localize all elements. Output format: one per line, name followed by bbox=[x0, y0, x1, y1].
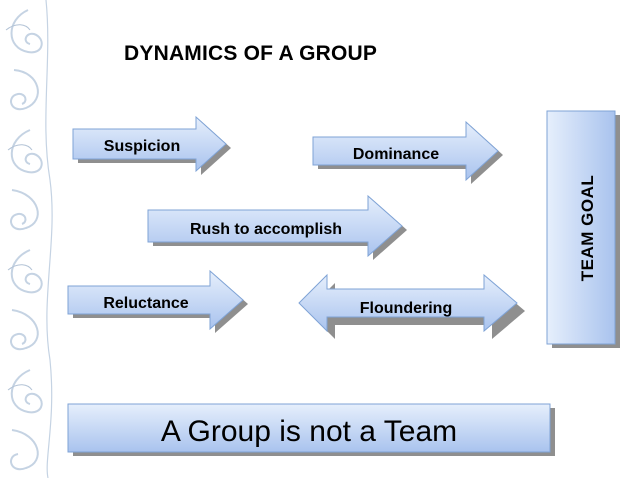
team-goal-label: TEAM GOAL bbox=[578, 175, 597, 282]
arrow-suspicion: Suspicion bbox=[72, 115, 231, 175]
double-arrow-icon bbox=[298, 273, 518, 333]
right-arrow-icon bbox=[147, 194, 403, 258]
arrow-label-suspicion: Suspicion bbox=[104, 138, 180, 155]
conclusion-text: A Group is not a Team bbox=[161, 415, 457, 448]
arrow-reluctance: Reluctance bbox=[67, 269, 248, 333]
conclusion-banner: A Group is not a Team bbox=[67, 403, 555, 456]
arrow-label-reluctance: Reluctance bbox=[103, 295, 188, 312]
team-goal-box: TEAM GOAL bbox=[546, 110, 620, 348]
right-arrow-icon bbox=[67, 269, 244, 331]
arrow-label-rush-to-accomplish: Rush to accomplish bbox=[190, 221, 342, 238]
decorative-border bbox=[5, 0, 53, 478]
arrow-rush-to-accomplish: Rush to accomplish bbox=[147, 194, 407, 260]
arrow-dominance: Dominance bbox=[312, 120, 503, 184]
slide-title: DYNAMICS OF A GROUP bbox=[124, 42, 378, 65]
right-arrow-icon bbox=[312, 120, 499, 182]
arrow-label-dominance: Dominance bbox=[353, 146, 439, 163]
right-arrow-icon bbox=[72, 115, 227, 173]
arrow-label-floundering: Floundering bbox=[360, 300, 452, 317]
arrow-floundering: Floundering bbox=[298, 273, 525, 339]
